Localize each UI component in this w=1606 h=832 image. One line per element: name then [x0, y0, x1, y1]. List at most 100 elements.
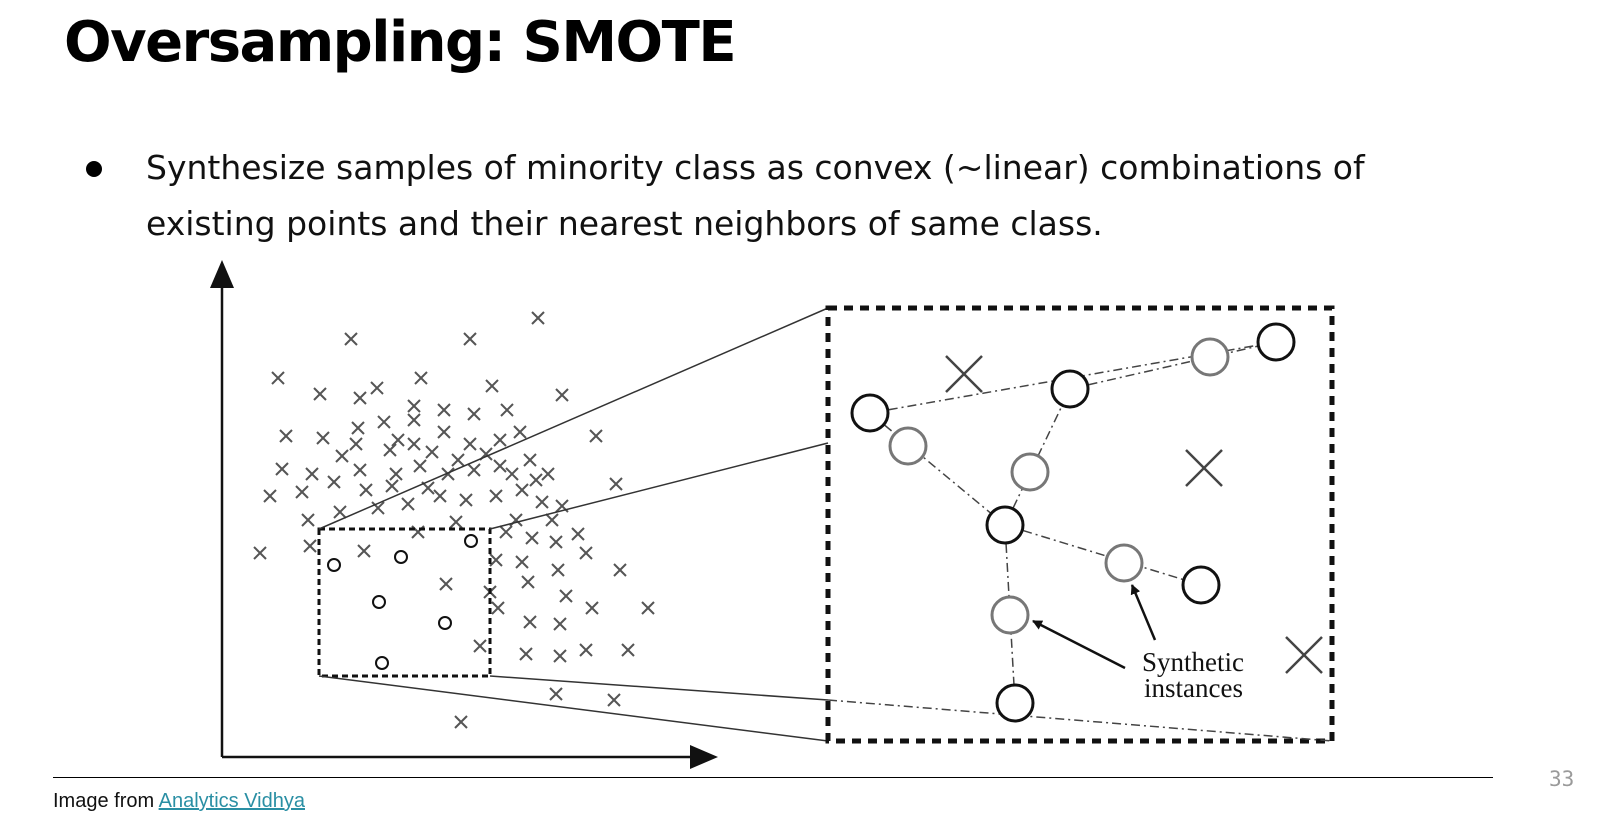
majority-point — [505, 467, 519, 481]
majority-point — [571, 527, 585, 541]
majority-point — [305, 467, 319, 481]
bullet-item: Synthesize samples of minority class as … — [80, 140, 1500, 252]
zoomed-synthetic-instances — [888, 337, 1230, 635]
y-axis-arrowhead — [210, 260, 234, 288]
synthetic-instance — [1104, 543, 1144, 583]
minority-point — [394, 550, 408, 564]
majority-point — [359, 483, 373, 497]
majority-point — [263, 489, 277, 503]
majority-point — [414, 371, 428, 385]
majority-point — [491, 601, 505, 615]
source-link[interactable]: Analytics Vidhya — [158, 790, 305, 812]
neighbor-link — [827, 699, 1333, 742]
majority-point — [613, 563, 627, 577]
majority-point — [519, 647, 533, 661]
majority-point — [541, 467, 555, 481]
synthetic-instance — [990, 595, 1030, 635]
majority-point — [349, 437, 363, 451]
source-credit: Image from Analytics Vidhya — [53, 790, 305, 813]
majority-point — [559, 589, 573, 603]
majority-point — [351, 421, 365, 435]
majority-point — [316, 431, 330, 445]
majority-point — [391, 433, 405, 447]
majority-point — [485, 379, 499, 393]
majority-point — [327, 475, 341, 489]
majority-point — [553, 649, 567, 663]
majority-point — [385, 479, 399, 493]
majority-point — [493, 459, 507, 473]
majority-point — [407, 437, 421, 451]
majority-point — [467, 407, 481, 421]
majority-point — [353, 391, 367, 405]
majority-class-points — [253, 311, 655, 729]
zoom-connector — [318, 307, 829, 530]
zoomed-original-instances — [850, 322, 1296, 723]
majority-point-large — [1185, 449, 1223, 487]
majority-point — [621, 643, 635, 657]
majority-point — [454, 715, 468, 729]
original-instance — [1181, 565, 1221, 605]
majority-point — [525, 531, 539, 545]
x-axis-arrowhead — [690, 745, 718, 769]
majority-point — [521, 575, 535, 589]
majority-point — [371, 501, 385, 515]
majority-point — [433, 489, 447, 503]
footer-divider — [53, 777, 1493, 778]
majority-point — [531, 311, 545, 325]
majority-point — [549, 535, 563, 549]
callout-arrow — [1032, 619, 1126, 670]
majority-point — [437, 425, 451, 439]
majority-point — [555, 388, 569, 402]
majority-point — [513, 425, 527, 439]
majority-point-large — [945, 355, 983, 393]
page-number: 33 — [1549, 767, 1575, 791]
majority-point — [370, 381, 384, 395]
majority-point — [301, 513, 315, 527]
majority-point — [467, 463, 481, 477]
majority-point — [271, 371, 285, 385]
original-instance — [1256, 322, 1296, 362]
majority-point — [499, 525, 513, 539]
majority-point — [401, 497, 415, 511]
majority-point — [407, 413, 421, 427]
bullet-list: Synthesize samples of minority class as … — [80, 140, 1500, 252]
zoom-connectors — [318, 307, 829, 742]
neighbor-link — [869, 412, 1006, 526]
majority-point — [553, 617, 567, 631]
callout-label-line2: instances — [1144, 673, 1243, 703]
majority-point — [275, 462, 289, 476]
majority-point — [523, 615, 537, 629]
majority-point — [279, 429, 293, 443]
original-instance — [995, 683, 1035, 723]
minority-point — [438, 616, 452, 630]
majority-point — [529, 473, 543, 487]
majority-point — [451, 453, 465, 467]
majority-point — [607, 693, 621, 707]
majority-point — [313, 387, 327, 401]
neighbor-link — [1004, 388, 1071, 526]
minority-class-points — [327, 534, 478, 670]
majority-point — [295, 485, 309, 499]
majority-point — [425, 445, 439, 459]
majority-point — [437, 403, 451, 417]
majority-point — [389, 467, 403, 481]
majority-point — [551, 563, 565, 577]
majority-point — [463, 332, 477, 346]
zoomed-majority-points — [945, 355, 1323, 674]
zoom-connector — [489, 442, 829, 530]
majority-point — [535, 495, 549, 509]
majority-point — [579, 643, 593, 657]
synthetic-instance — [1010, 452, 1050, 492]
majority-point — [589, 429, 603, 443]
source-credit-prefix: Image from — [53, 790, 159, 812]
majority-point — [463, 437, 477, 451]
majority-point — [383, 443, 397, 457]
majority-point — [473, 639, 487, 653]
majority-point — [500, 403, 514, 417]
majority-point — [439, 577, 453, 591]
majority-point — [253, 546, 267, 560]
majority-point — [459, 493, 473, 507]
majority-point — [515, 555, 529, 569]
majority-point — [377, 415, 391, 429]
